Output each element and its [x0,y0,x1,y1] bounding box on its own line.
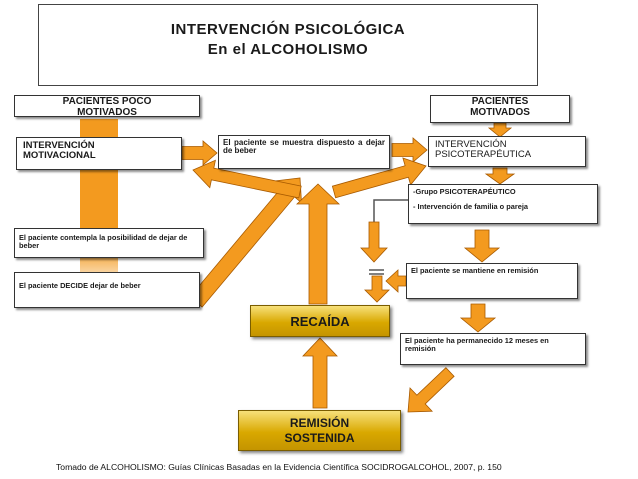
left-header-text: PACIENTES POCO MOTIVADOS [62,96,152,118]
arrow-twelve-to-remission [407,367,455,413]
title-line-1: INTERVENCIÓN PSICOLÓGICA [170,21,406,38]
remission-line-2: SOSTENIDA [284,431,355,445]
arrow-willing-to-psychotherapy [391,137,428,163]
psychotherapy-text: INTERVENCIÓN PSICOTERAPÉUTICA [435,139,532,160]
title-line-2: En el ALCOHOLISMO [207,41,369,58]
motivational-text: INTERVENCIÓN MOTIVACIONAL [23,140,96,161]
right-header-text: PACIENTES MOTIVADOS [470,96,530,118]
arrow-remission-bracket-down [364,275,390,303]
group-box: -Grupo PSICOTERAPÉUTICO - Intervención d… [408,184,598,224]
contemplates-box: El paciente contempla la posibilidad de … [14,228,204,258]
remission-line-1: REMISIÓN [289,416,350,430]
willing-text: El paciente se muestra dispuesto a dejar… [223,138,385,156]
motivational-box: INTERVENCIÓN MOTIVACIONAL [16,137,182,170]
psychotherapy-box: INTERVENCIÓN PSICOTERAPÉUTICA [428,136,586,167]
contemplates-text: El paciente contempla la posibilidad de … [19,233,188,250]
maintains-text: El paciente se mantiene en remisión [411,266,539,275]
arrow-to-psychotherapy-diag [331,157,427,199]
relapse-box: RECAÍDA [250,305,390,337]
relapse-text: RECAÍDA [290,314,350,329]
arrow-bracket-down [360,221,388,263]
arrow-remission-to-relapse [302,337,338,409]
group-line-1: -Grupo PSICOTERAPÉUTICO [413,187,516,196]
willing-box: El paciente se muestra dispuesto a dejar… [218,135,390,169]
arrow-maintains-to-bracket [385,269,407,293]
remission-box: REMISIÓN SOSTENIDA [238,410,401,451]
footer-citation: Tomado de ALCOHOLISMO: Guías Clínicas Ba… [56,462,502,472]
arrow-decides-to-relapse-area [189,177,302,308]
decides-text: El paciente DECIDE dejar de beber [19,281,141,290]
arrow-relapse-to-willing [296,183,340,305]
arrow-motivational-to-willing [181,140,218,166]
maintains-box: El paciente se mantiene en remisión [406,263,578,299]
arrow-group-to-maintains [463,229,501,263]
arrow-right-header-down [487,122,513,138]
arrows-group [181,122,516,413]
arrow-maintains-to-twelve [459,303,497,333]
twelve-months-box: El paciente ha permanecido 12 meses en r… [400,333,586,365]
left-header-box: PACIENTES POCO MOTIVADOS [14,95,200,117]
arrow-psychotherapy-to-group [484,167,516,185]
title-box: INTERVENCIÓN PSICOLÓGICA En el ALCOHOLIS… [38,4,538,86]
right-header-box: PACIENTES MOTIVADOS [430,95,570,123]
group-line-2: - Intervención de familia o pareja [413,201,528,211]
twelve-months-text: El paciente ha permanecido 12 meses en r… [405,336,549,353]
decides-box: El paciente DECIDE dejar de beber [14,272,200,308]
arrow-willing-to-motivational [192,159,302,199]
